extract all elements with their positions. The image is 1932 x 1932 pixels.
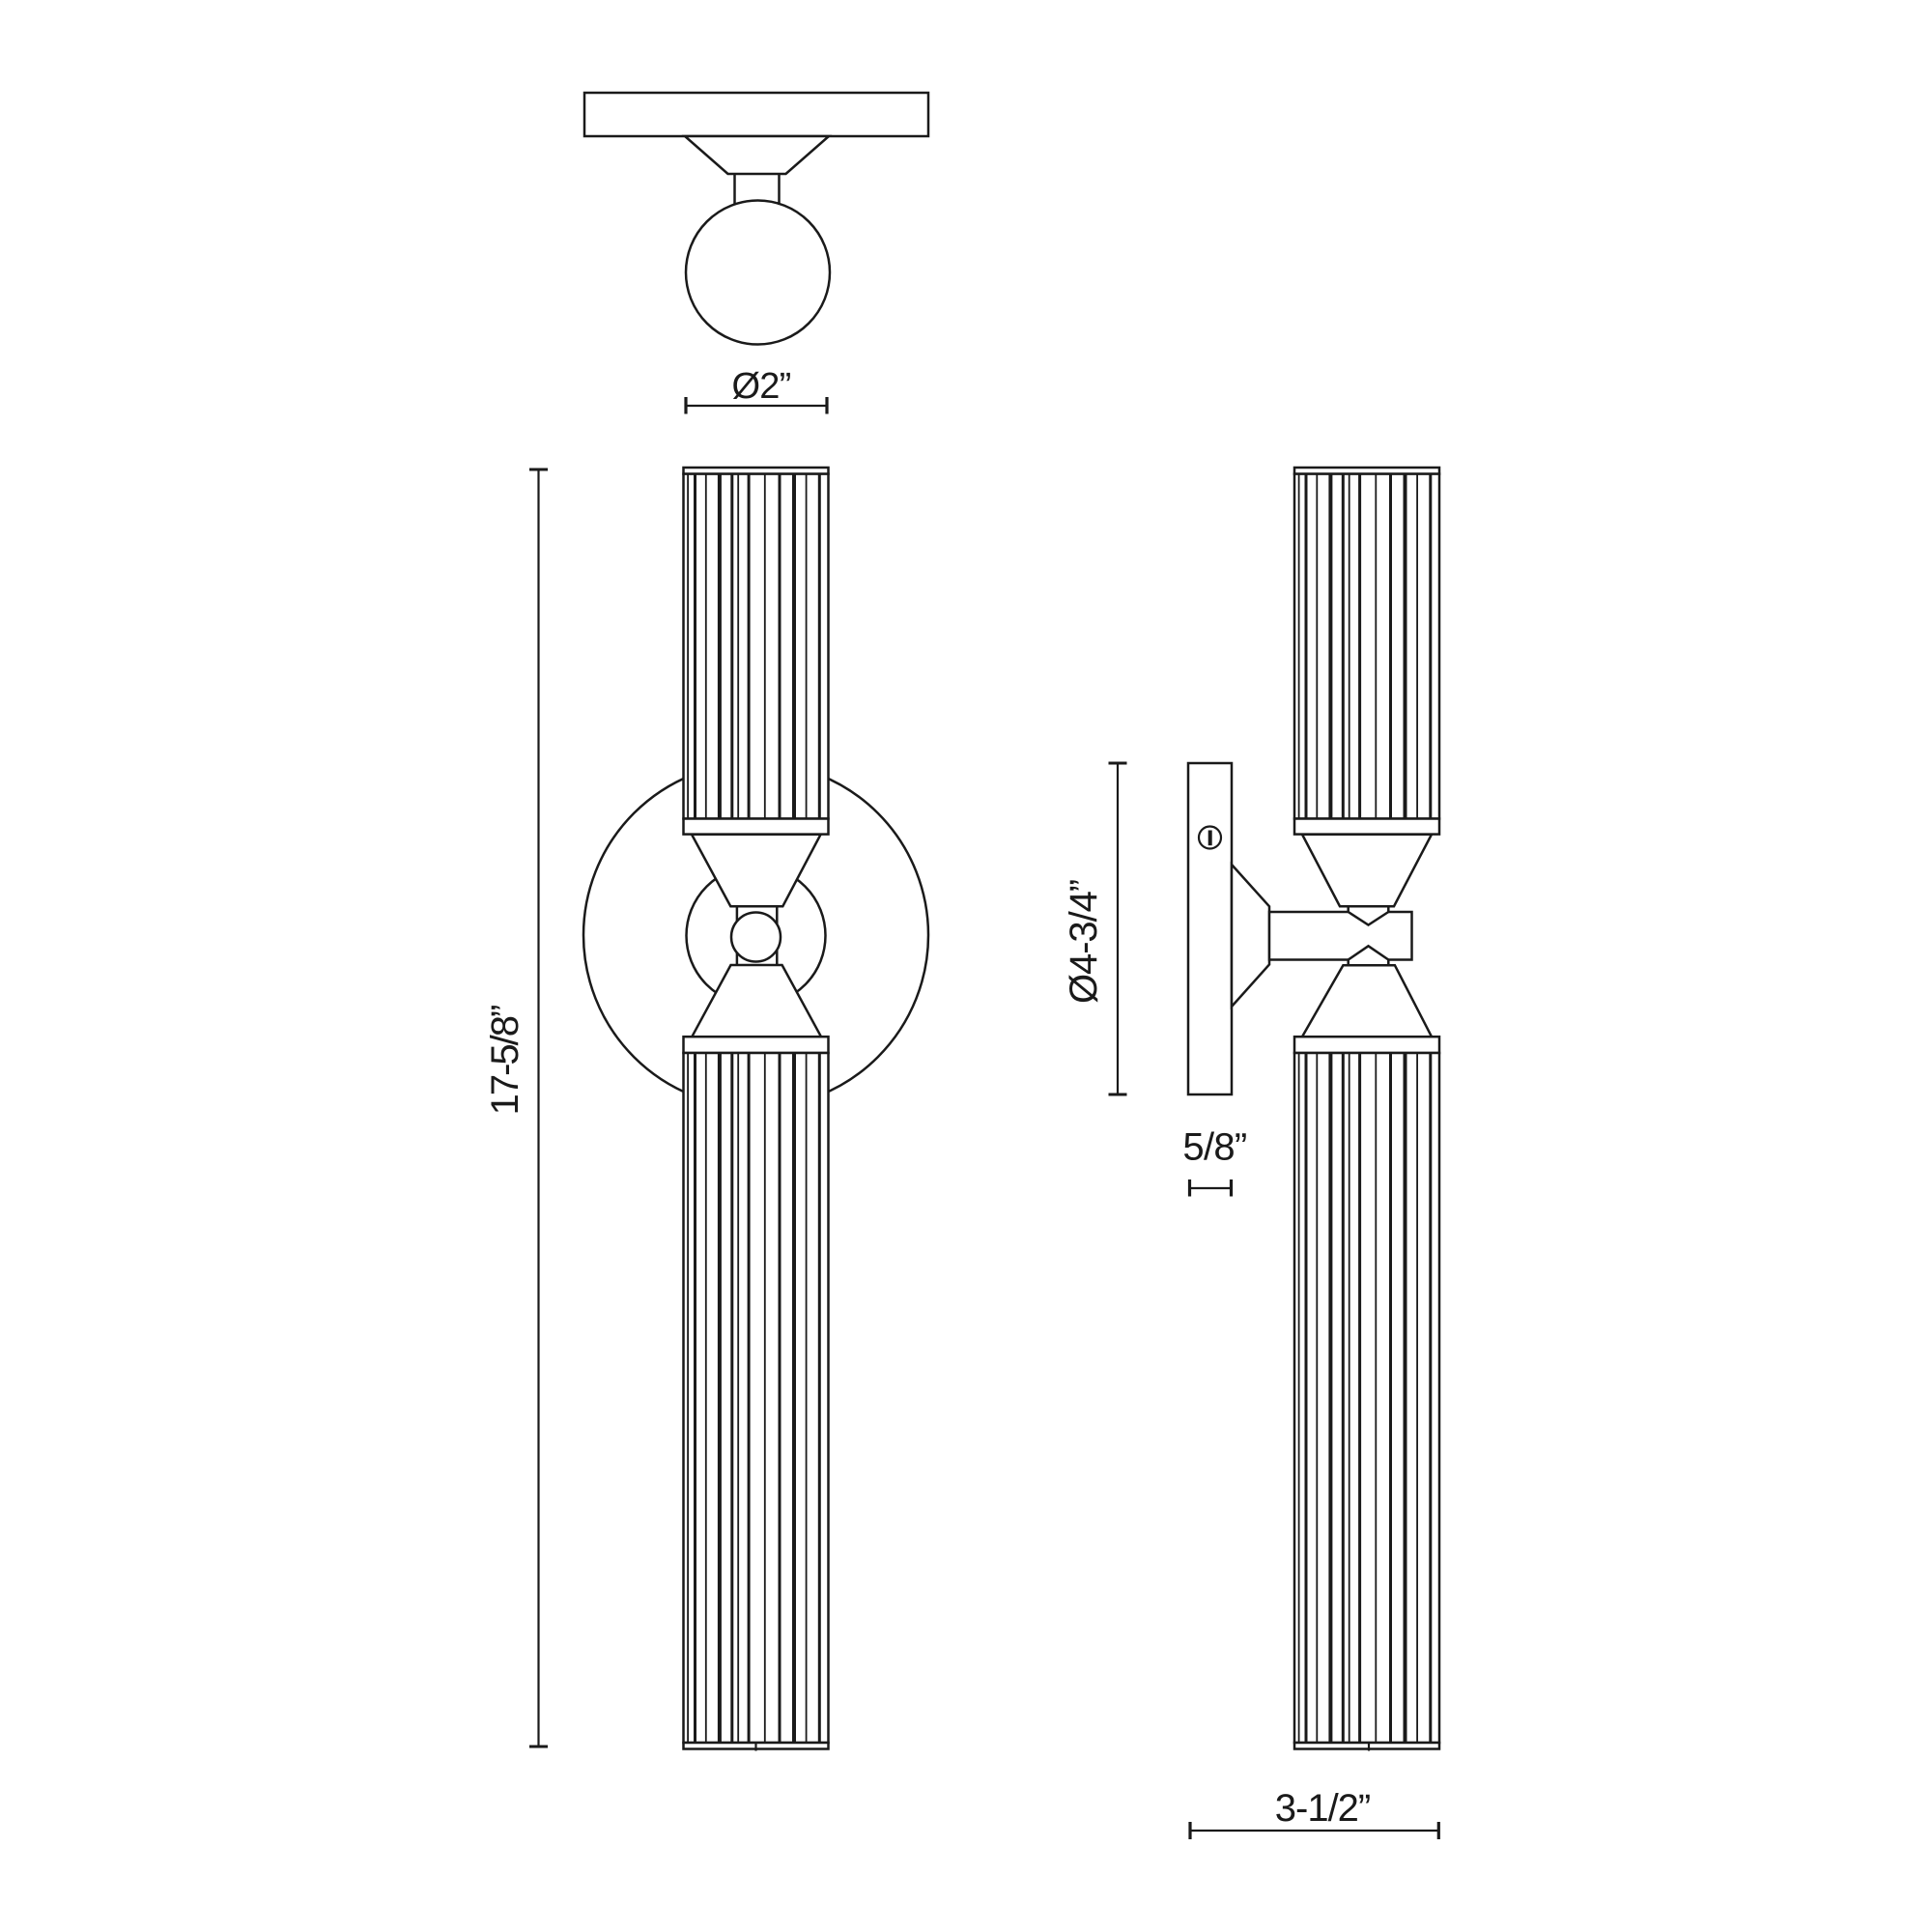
svg-text:17-5/8”: 17-5/8” <box>484 1006 526 1115</box>
svg-text:3-1/2”: 3-1/2” <box>1275 1787 1371 1830</box>
svg-text:5/8”: 5/8” <box>1182 1126 1246 1169</box>
svg-text:Ø2”: Ø2” <box>732 366 791 407</box>
svg-text:Ø4-3/4”: Ø4-3/4” <box>1063 880 1105 1004</box>
